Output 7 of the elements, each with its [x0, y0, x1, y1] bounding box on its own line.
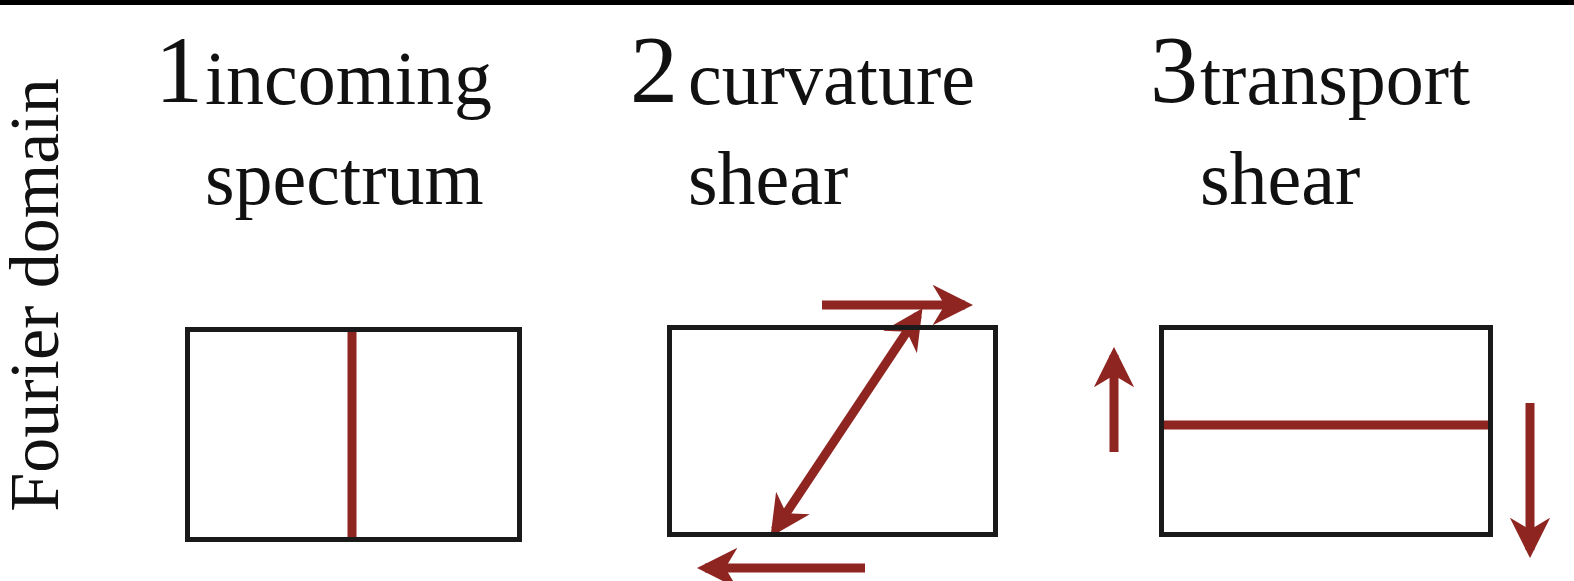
- step-number: 1: [155, 20, 203, 120]
- step-title: transport shear: [1200, 35, 1472, 222]
- step-title: incoming spectrum: [205, 35, 494, 222]
- step-title: curvature shear: [688, 35, 976, 222]
- step-number: 2: [630, 20, 678, 120]
- step-number: 3: [1150, 20, 1198, 120]
- domain-label: Fourier domain: [0, 77, 74, 514]
